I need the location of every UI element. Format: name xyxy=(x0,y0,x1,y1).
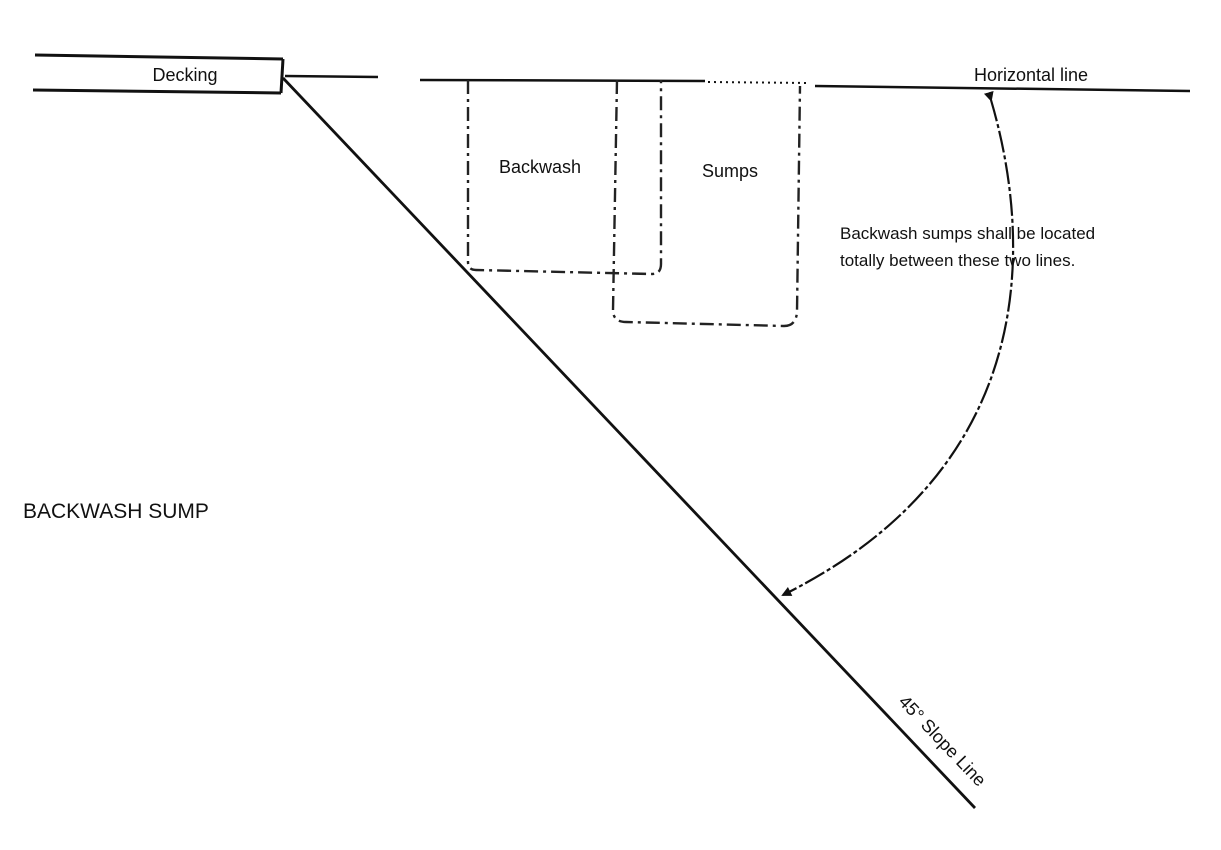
angle-arrow xyxy=(781,90,1015,596)
horizontal-line: Horizontal line xyxy=(284,65,1191,93)
slope-line: 45° Slope Line xyxy=(281,77,990,809)
horizontal-line-dotted-segment xyxy=(707,81,809,84)
angle-arc xyxy=(781,90,1015,596)
decking-end-edge xyxy=(279,58,285,94)
sumps-label: Sumps xyxy=(702,161,758,181)
sumps-outline xyxy=(611,79,802,328)
decking-bottom-edge xyxy=(32,88,282,95)
decking: Decking xyxy=(32,53,285,95)
note-line-2: totally between these two lines. xyxy=(840,251,1075,270)
decking-top-edge xyxy=(34,53,284,61)
horizontal-line-segment-3 xyxy=(814,84,1191,93)
diagram-title: BACKWASH SUMP xyxy=(23,500,209,523)
note-line-1: Backwash sumps shall be located xyxy=(840,224,1095,243)
slope-line-stroke xyxy=(281,77,977,809)
horizontal-line-segment-2 xyxy=(419,78,706,83)
backwash-outline xyxy=(466,80,663,276)
sumps-outline-group: Sumps xyxy=(611,79,802,328)
backwash-sump-outline: Backwash xyxy=(466,80,663,276)
backwash-label: Backwash xyxy=(499,157,581,177)
horizontal-line-segment-1 xyxy=(284,74,379,79)
horizontal-line-label: Horizontal line xyxy=(974,65,1088,85)
location-note: Backwash sumps shall be located totally … xyxy=(840,224,1095,270)
decking-label: Decking xyxy=(152,65,217,85)
